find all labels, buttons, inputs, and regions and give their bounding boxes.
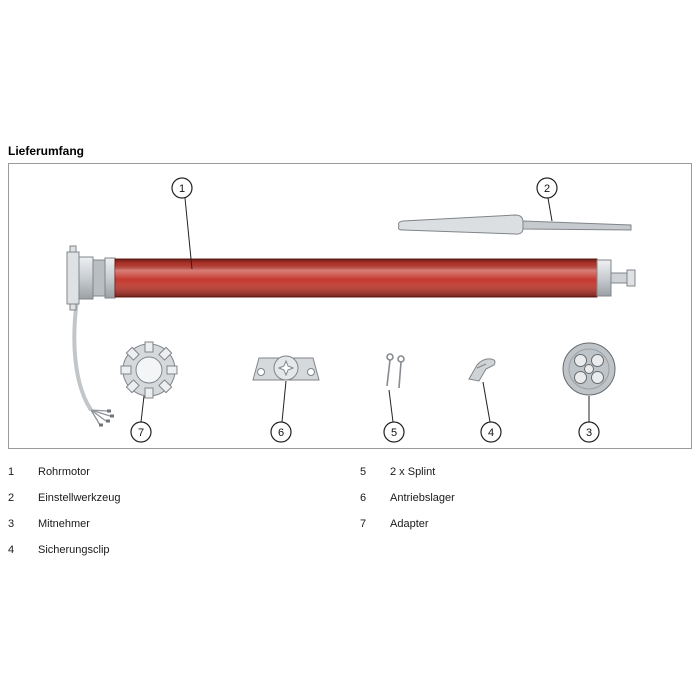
safety-clip: [468, 358, 496, 382]
legend-item-sicherungsclip: 4 Sicherungsclip: [8, 537, 121, 563]
svg-text:6: 6: [278, 427, 284, 439]
legend-column-right: 5 2 x Splint 6 Antriebslager 7 Adapter: [360, 459, 455, 537]
svg-text:3: 3: [586, 427, 592, 439]
callout-2: 2: [536, 177, 558, 222]
parts-diagram: 1 2 3 4 5 6 7: [66, 177, 636, 443]
legend-column-left: 1 Rohrmotor 2 Einstellwerkzeug 3 Mitnehm…: [8, 459, 121, 563]
legend-item-number: 5: [360, 466, 367, 478]
legend-item-number: 2: [8, 492, 15, 504]
svg-text:2: 2: [544, 183, 550, 195]
callout-4: 4: [480, 381, 502, 443]
legend-item-number: 1: [8, 466, 15, 478]
legend-item-number: 7: [360, 518, 367, 530]
motor-tube-shading: [115, 259, 597, 297]
svg-text:1: 1: [179, 183, 185, 195]
tubular-motor: [66, 245, 636, 427]
legend-item-label: Sicherungsclip: [38, 544, 110, 556]
motor-cable: [72, 299, 93, 412]
motor-end-cap: [596, 259, 636, 297]
legend-item-label: Mitnehmer: [38, 518, 90, 530]
legend-item-label: Adapter: [390, 518, 429, 530]
svg-text:4: 4: [488, 427, 494, 439]
adjustment-tool: [398, 214, 632, 235]
legend-item-label: 2 x Splint: [390, 466, 436, 478]
svg-text:5: 5: [391, 427, 397, 439]
legend-item-einstellwerkzeug: 2 Einstellwerkzeug: [8, 485, 121, 511]
callout-1: 1: [171, 177, 193, 270]
motor-head: [66, 245, 116, 311]
legend-item-number: 4: [8, 544, 15, 556]
diagram-box: 1 2 3 4 5 6 7: [8, 163, 692, 449]
callout-7: 7: [130, 395, 152, 443]
legend-item-label: Rohrmotor: [38, 466, 90, 478]
legend-item-label: Antriebslager: [390, 492, 455, 504]
callout-5: 5: [383, 389, 405, 443]
legend-item-antriebslager: 6 Antriebslager: [360, 485, 455, 511]
cable-pin-tips: [99, 409, 114, 427]
legend-item-mitnehmer: 3 Mitnehmer: [8, 511, 121, 537]
legend-item-label: Einstellwerkzeug: [38, 492, 121, 504]
legend-item-adapter: 7 Adapter: [360, 511, 455, 537]
drive-bearing-bracket: [252, 355, 320, 381]
splints: [386, 353, 405, 389]
page-title: Lieferumfang: [8, 144, 85, 158]
callout-3: 3: [578, 396, 600, 443]
legend-item-splint: 5 2 x Splint: [360, 459, 455, 485]
svg-text:7: 7: [138, 427, 144, 439]
legend-item-number: 3: [8, 518, 15, 530]
adapter-ring: [120, 341, 178, 399]
driver-wheel: [562, 342, 616, 396]
callout-6: 6: [270, 380, 292, 443]
motor-cable-wire-ends: [90, 409, 111, 426]
legend-item-number: 6: [360, 492, 367, 504]
legend-item-rohrmotor: 1 Rohrmotor: [8, 459, 121, 485]
